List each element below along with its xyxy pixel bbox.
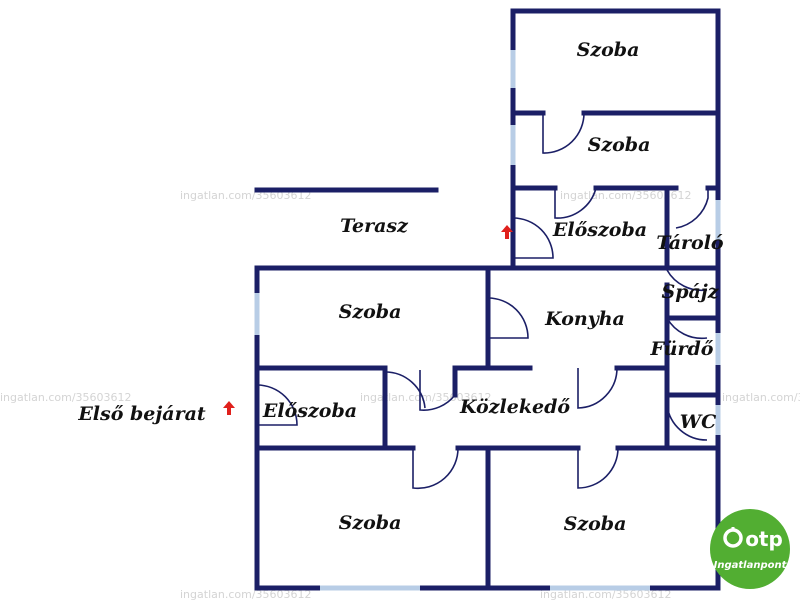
room-labels: Szoba Szoba Előszoba Tároló Terasz Szoba… xyxy=(77,39,724,535)
room-label-tarolo: Tároló xyxy=(656,232,724,254)
watermark-6: ingatlan.com/35603612 xyxy=(180,588,312,600)
otp-logo-icon: otp Ingatlanpont xyxy=(710,509,790,589)
entrance-arrow-icon xyxy=(223,401,235,415)
windows xyxy=(254,50,721,591)
room-label-kozlekedo: Közlekedő xyxy=(459,396,570,418)
room-label-szoba: Szoba xyxy=(564,513,627,535)
watermark-3: ingatlan.com/35603612 xyxy=(0,391,132,404)
entrance-arrow-icon xyxy=(501,225,513,239)
room-label-eloszoba: Előszoba xyxy=(552,219,647,241)
watermark-2: ingatlan.com/35603612 xyxy=(560,189,692,202)
doors xyxy=(256,112,709,490)
walls xyxy=(254,8,721,591)
room-label-furdo: Fürdő xyxy=(650,338,714,360)
room-label-wc: WC xyxy=(680,411,716,433)
watermark-7: ingatlan.com/35603612 xyxy=(540,588,672,600)
room-label-konyha: Konyha xyxy=(544,308,625,330)
room-label-spajz: Spájz xyxy=(662,281,720,303)
watermark-5: ingatlan.com/35603612 xyxy=(722,391,800,404)
room-label-szoba: Szoba xyxy=(588,134,651,156)
watermarks: ingatlan.com/35603612 ingatlan.com/35603… xyxy=(0,189,800,600)
room-label-szoba: Szoba xyxy=(339,301,402,323)
watermark-4: ingatlan.com/35603612 xyxy=(360,391,492,404)
room-label-szoba: Szoba xyxy=(339,512,402,534)
logo-brand: otp xyxy=(745,527,783,551)
logo-subtitle: Ingatlanpont xyxy=(714,560,788,571)
room-label-terasz: Terasz xyxy=(340,215,409,237)
room-label-eloszoba: Előszoba xyxy=(262,400,357,422)
room-label-szoba: Szoba xyxy=(577,39,640,61)
entrance-label: Első bejárat xyxy=(77,403,206,425)
